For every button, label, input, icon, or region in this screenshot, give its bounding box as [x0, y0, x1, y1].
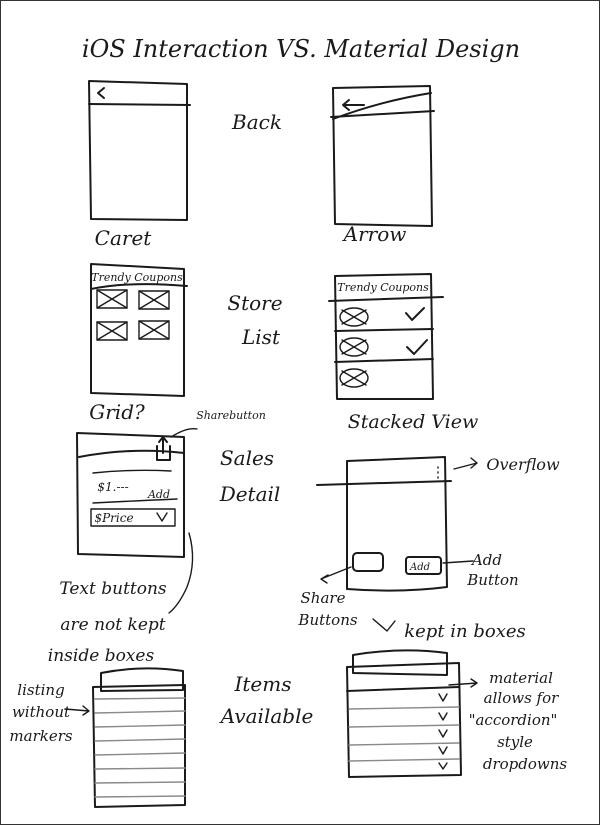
list-row-2-thumb	[339, 337, 369, 357]
callout-line-left	[168, 532, 194, 614]
check-icon-2	[406, 339, 428, 355]
sales-topic-label-1: Sales	[220, 446, 274, 470]
material-mock-header: Trendy Coupons	[337, 281, 429, 294]
add-label: Add	[147, 488, 170, 501]
share-buttons-note-3: kept in boxes	[404, 621, 526, 642]
accordion-note-5: dropdowns	[483, 755, 568, 773]
add-button-note-2: Button	[466, 571, 518, 589]
arrow-to-note	[372, 618, 396, 632]
text-buttons-note-3: inside boxes	[48, 646, 155, 666]
page-title: iOS Interaction VS. Material Design	[82, 35, 520, 63]
sales-topic-label-2: Detail	[219, 482, 281, 506]
check-icon	[405, 307, 425, 321]
ios-sales-detail-sketch	[76, 427, 198, 558]
listing-note-2: without	[12, 703, 71, 721]
grid-card-2	[138, 290, 170, 310]
store-topic-label-2: List	[241, 325, 281, 349]
caret-icon	[97, 87, 105, 99]
grid-card-3	[96, 321, 128, 341]
arrow-left-icon	[342, 99, 365, 111]
share-button-label: Sharebutton	[196, 409, 266, 422]
ios-store-grid-sketch	[90, 263, 188, 397]
accordion-note-3: "accordion"	[469, 711, 558, 729]
material-back-phone-sketch	[330, 85, 435, 227]
chevron-down-icon-4	[438, 746, 448, 755]
overflow-note: Overflow	[486, 455, 560, 474]
caret-caption: Caret	[95, 226, 153, 250]
listing-note-3: markers	[9, 727, 72, 745]
share-buttons-note-1: Share	[301, 589, 346, 607]
back-topic-label: Back	[231, 110, 282, 134]
material-sales-detail-sketch	[316, 456, 478, 592]
chevron-down-icon	[156, 512, 168, 522]
material-stacked-list-sketch	[328, 273, 444, 400]
listing-note-1: listing	[17, 681, 64, 699]
add-button-mock-label: Add	[409, 562, 430, 573]
stacked-caption: Stacked View	[348, 411, 479, 433]
accordion-note-1: material	[489, 669, 553, 687]
ios-mock-header: Trendy Coupons	[91, 271, 183, 284]
price-b-label: $Price	[94, 511, 133, 525]
list-row-1-thumb	[339, 307, 369, 327]
text-buttons-note-2: are not kept	[60, 615, 165, 635]
ios-listing-sketch	[64, 667, 186, 808]
arrow-caption: Arrow	[342, 222, 407, 246]
chevron-down-icon-2	[438, 712, 448, 721]
grid-card-4	[138, 320, 170, 340]
chevron-down-icon-3	[438, 729, 448, 738]
grid-caption: Grid?	[89, 400, 145, 424]
material-accordion-sketch	[346, 649, 478, 778]
share-buttons-note-2: Buttons	[297, 611, 357, 629]
text-buttons-note-1: Text buttons	[59, 579, 167, 599]
list-row-3-thumb	[339, 368, 369, 388]
items-topic-label-1: Items	[233, 672, 291, 696]
chevron-down-icon-1	[438, 693, 448, 702]
accordion-note-4: style	[497, 733, 533, 751]
share-icon	[156, 436, 171, 461]
grid-card-1	[96, 289, 128, 309]
store-topic-label-1: Store	[227, 291, 282, 315]
add-button-note-1: Add	[470, 551, 502, 569]
items-topic-label-2: Available	[219, 704, 314, 728]
price-a-label: $1.---	[97, 480, 128, 494]
chevron-down-icon-5	[438, 762, 448, 770]
ios-back-phone-sketch	[88, 80, 191, 221]
accordion-note-2: allows for	[484, 689, 559, 707]
